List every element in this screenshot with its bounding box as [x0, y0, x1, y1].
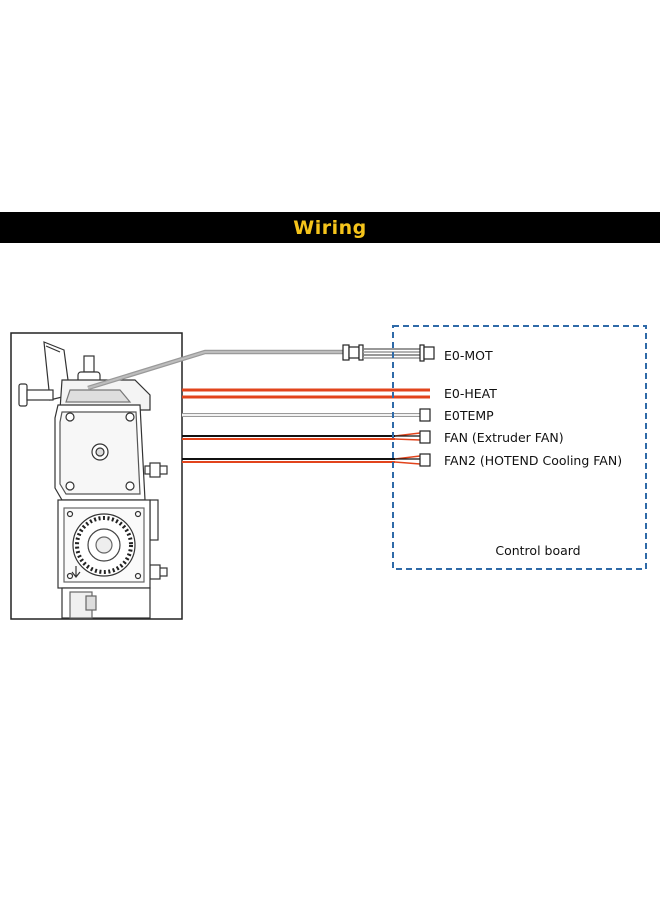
- e0temp-connector: [419, 408, 431, 422]
- wiring-diagram: E0-MOT E0-HEAT E0TEMP FAN (Extruder FAN)…: [10, 325, 647, 620]
- fan-connector: [419, 430, 431, 444]
- label-e0-heat: E0-HEAT: [444, 386, 497, 401]
- control-board-box: [392, 325, 647, 570]
- fan2-connector: [419, 453, 431, 467]
- e0-mot-connector: [342, 344, 435, 362]
- label-e0-mot: E0-MOT: [444, 348, 493, 363]
- label-e0temp: E0TEMP: [444, 408, 494, 423]
- label-fan2: FAN2 (HOTEND Cooling FAN): [444, 453, 622, 468]
- page-title: Wiring: [293, 216, 367, 239]
- extruder-illustration: [18, 341, 168, 619]
- title-banner: Wiring: [0, 212, 660, 243]
- label-fan: FAN (Extruder FAN): [444, 430, 564, 445]
- label-control-board: Control board: [495, 543, 580, 558]
